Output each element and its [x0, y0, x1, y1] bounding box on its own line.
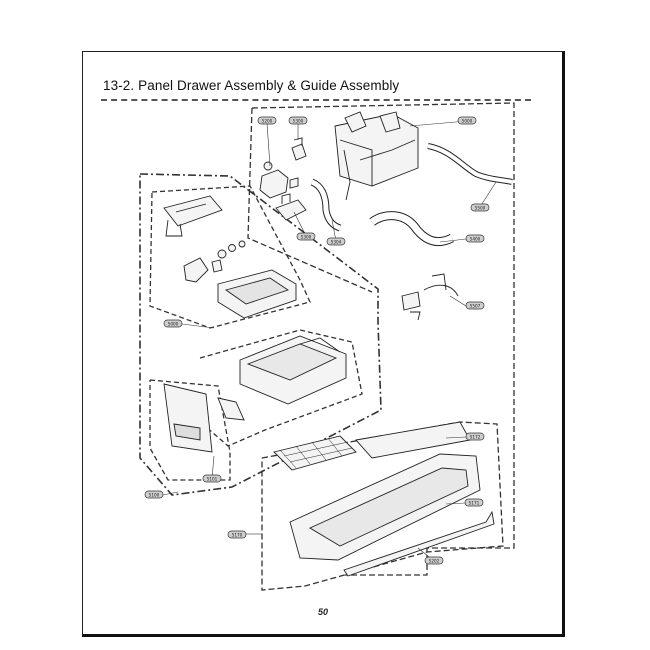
leader-line	[162, 491, 179, 496]
leader-line	[331, 219, 337, 242]
drawer-guide-part	[289, 421, 481, 561]
group-outline-hose	[251, 102, 515, 576]
leader-line	[293, 211, 307, 237]
callout-label: 5200	[262, 118, 273, 123]
callout-label: 5300	[301, 234, 312, 239]
drawer-handle-bracket-part	[217, 397, 245, 421]
group-outline-drawer-inner	[149, 185, 311, 329]
group-outline-front	[149, 379, 231, 481]
callout-label: 5400	[470, 236, 481, 241]
callout-tags: 5200 5300 5000 5300 5304 5500 5400 5507	[144, 116, 490, 565]
callout-label: 5304	[331, 239, 342, 244]
group-outline-hose-left	[247, 107, 373, 293]
water-valve-part	[259, 161, 299, 199]
callout-label: 5000	[462, 118, 473, 123]
callout-tag: 5200	[257, 116, 277, 125]
callout-label: 5170	[232, 532, 243, 537]
drawer-housing-part	[239, 335, 347, 405]
callout-label: 5202	[429, 558, 440, 563]
leader-line	[266, 122, 271, 167]
callout-tag: 5000	[163, 319, 183, 328]
callout-label: 5100	[149, 492, 160, 497]
supply-hose-part	[369, 211, 455, 246]
callout-label: 5101	[207, 476, 218, 481]
callout-label: 5507	[470, 303, 481, 308]
callout-tag: 5101	[202, 474, 222, 483]
callout-tag: 5300	[288, 116, 308, 125]
guide-rail-part	[343, 510, 495, 577]
drawer-cap-part	[163, 195, 223, 237]
drawer-siphon-parts	[183, 240, 246, 283]
valve-body-part	[334, 111, 419, 201]
title-rule	[101, 99, 531, 101]
callout-tag: 5500	[470, 203, 490, 212]
callout-tag: 5171	[464, 498, 484, 507]
hose-clip-part	[401, 273, 459, 321]
group-outline-drawer	[139, 173, 382, 496]
leader-line	[409, 120, 468, 127]
leader-line	[445, 436, 467, 439]
callout-tag: 5300	[296, 232, 316, 241]
group-outline-guide	[261, 421, 504, 591]
detergent-drawer-part	[217, 269, 297, 319]
callout-tag: 5100	[144, 490, 164, 499]
leader-line	[445, 502, 466, 505]
callout-label: 5172	[470, 434, 481, 439]
callout-label: 5000	[168, 321, 179, 326]
leader-line	[449, 295, 467, 307]
callout-label: 5300	[293, 118, 304, 123]
group-outline-housing	[199, 329, 363, 447]
page-number: 50	[318, 607, 329, 617]
leader-line	[479, 181, 497, 208]
leader-line	[181, 323, 215, 329]
leader-line	[211, 455, 215, 479]
elbow-hose-part	[310, 178, 342, 232]
valve-bracket-part	[275, 193, 307, 221]
callout-tag: 5172	[465, 432, 485, 441]
valve-small-part	[291, 137, 307, 161]
callout-tag: 5507	[465, 301, 485, 310]
callout-tag: 5202	[424, 556, 444, 565]
drain-hose-part	[427, 143, 513, 185]
callout-tag: 5400	[465, 234, 485, 243]
guide-grille-part	[273, 435, 357, 471]
leader-line	[439, 238, 467, 243]
callout-tag: 5170	[227, 530, 247, 539]
callout-tag: 5000	[457, 116, 477, 125]
callout-label: 5171	[469, 500, 480, 505]
page-title: 13-2. Panel Drawer Assembly & Guide Asse…	[103, 78, 400, 93]
callout-label: 5500	[475, 205, 486, 210]
drawer-front-panel-part	[163, 383, 213, 453]
callout-tag: 5304	[326, 237, 346, 246]
